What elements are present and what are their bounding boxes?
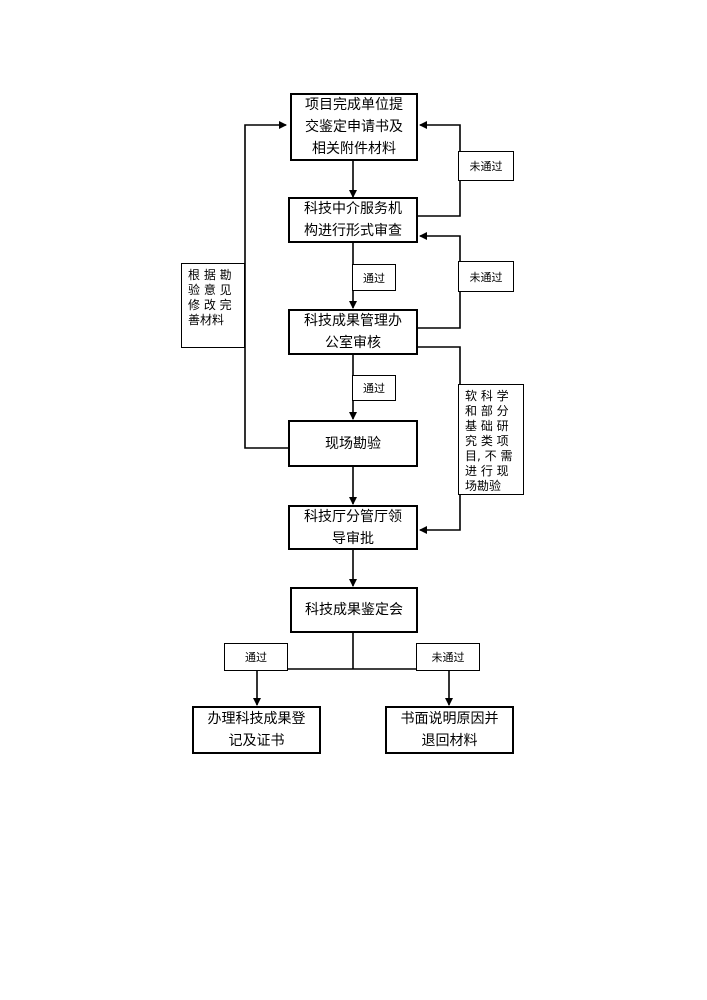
arrow-fail-loop-1 bbox=[418, 121, 461, 217]
node-site-inspection: 现场勘验 bbox=[288, 420, 418, 467]
note-skip-site-inspection: 软 科 学 和 部 分 基 础 研 究 类 项 目, 不 需 进 行 现 场勘验 bbox=[458, 384, 524, 495]
arrow-revise-loop bbox=[244, 121, 288, 449]
arrow-fail-loop-2 bbox=[418, 232, 461, 329]
label-pass-final-text: 通过 bbox=[245, 651, 267, 664]
node-certificate-label: 办理科技成果登 记及证书 bbox=[207, 711, 306, 749]
label-fail-1-text: 未通过 bbox=[469, 160, 503, 173]
label-pass-final: 通过 bbox=[224, 643, 288, 671]
arrow-skip-site bbox=[418, 346, 461, 534]
node-leader-approval-label: 科技厅分管厅领 导审批 bbox=[304, 508, 402, 547]
label-fail-2: 未通过 bbox=[458, 261, 514, 292]
node-return-materials-label: 书面说明原因并 退回材料 bbox=[400, 711, 499, 749]
note-revise-materials-text: 根 据 勘 验 意 见 修 改 完 善材料 bbox=[188, 268, 232, 327]
node-submit-application-label: 项目完成单位提 交鉴定申请书及 相关附件材料 bbox=[305, 97, 403, 157]
node-leader-approval: 科技厅分管厅领 导审批 bbox=[288, 505, 418, 550]
label-fail-1: 未通过 bbox=[458, 151, 514, 181]
node-submit-application: 项目完成单位提 交鉴定申请书及 相关附件材料 bbox=[290, 93, 418, 161]
note-revise-materials: 根 据 勘 验 意 见 修 改 完 善材料 bbox=[181, 263, 245, 348]
node-appraisal-meeting: 科技成果鉴定会 bbox=[290, 587, 418, 633]
node-certificate: 办理科技成果登 记及证书 bbox=[192, 706, 321, 754]
label-pass-1-text: 通过 bbox=[363, 271, 385, 285]
label-fail-final: 未通过 bbox=[416, 643, 480, 671]
label-pass-2: 通过 bbox=[352, 375, 396, 401]
label-fail-final-text: 未通过 bbox=[431, 651, 465, 664]
node-appraisal-meeting-label: 科技成果鉴定会 bbox=[305, 602, 403, 618]
node-office-review-label: 科技成果管理办 公室审核 bbox=[304, 313, 402, 351]
label-pass-2-text: 通过 bbox=[363, 382, 385, 395]
node-formal-review-label: 科技中介服务机 构进行形式审查 bbox=[304, 201, 402, 239]
node-site-inspection-label: 现场勘验 bbox=[325, 435, 381, 452]
label-pass-1: 通过 bbox=[352, 264, 396, 291]
node-office-review: 科技成果管理办 公室审核 bbox=[288, 309, 418, 355]
node-return-materials: 书面说明原因并 退回材料 bbox=[385, 706, 514, 754]
label-fail-2-text: 未通过 bbox=[469, 270, 503, 284]
note-skip-site-inspection-text: 软 科 学 和 部 分 基 础 研 究 类 项 目, 不 需 进 行 现 场勘验 bbox=[465, 389, 513, 493]
node-formal-review: 科技中介服务机 构进行形式审查 bbox=[288, 197, 418, 243]
